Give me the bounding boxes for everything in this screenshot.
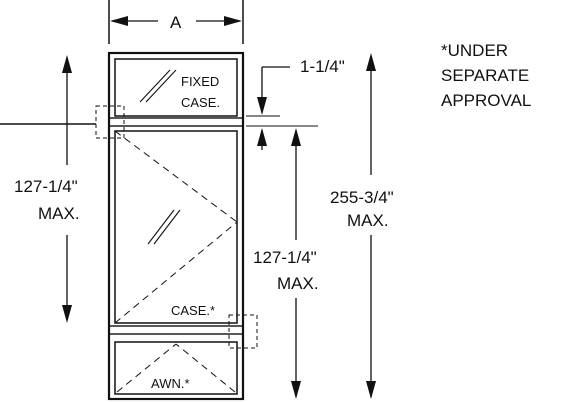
glass-hatch-main: [147, 209, 181, 245]
note-line-2: SEPARATE: [441, 66, 529, 85]
note-line-1: *UNDER: [441, 41, 508, 60]
fixed-case-label-1: FIXED: [181, 74, 219, 89]
width-label: A: [170, 13, 182, 32]
mullion-dimension: [257, 66, 290, 150]
inner-height-dimension: [291, 128, 301, 399]
inner-height-max: MAX.: [277, 274, 319, 293]
overall-height-label: 255-3/4": [330, 188, 394, 207]
width-dimension: [108, 0, 244, 44]
upper-mullion: [108, 117, 244, 127]
lower-mullion: [108, 325, 244, 335]
overall-height-dimension: [366, 53, 376, 399]
left-height-label: 127-1/4": [14, 177, 78, 196]
casement-swing-lines: [114, 130, 238, 324]
upper-detail-callout: [95, 105, 125, 139]
case-label: CASE.*: [171, 303, 215, 318]
awning-label: AWN.*: [151, 376, 190, 391]
mullion-dimension-label: 1-1/4": [300, 57, 345, 76]
outer-frame: [107, 51, 245, 401]
fixed-case-pane: [114, 58, 238, 117]
note-line-3: APPROVAL: [441, 91, 531, 110]
awning-pane: [114, 341, 238, 395]
inner-height-label: 127-1/4": [253, 248, 317, 267]
casement-pane: [114, 130, 238, 324]
left-height-dimension: [62, 55, 72, 323]
lower-detail-callout: [228, 314, 258, 349]
glass-hatch-top: [139, 69, 177, 103]
fixed-case-label-2: CASE.: [181, 95, 220, 110]
overall-height-max: MAX.: [347, 211, 389, 230]
left-height-max: MAX.: [38, 204, 80, 223]
awning-swing-lines: [116, 343, 236, 393]
